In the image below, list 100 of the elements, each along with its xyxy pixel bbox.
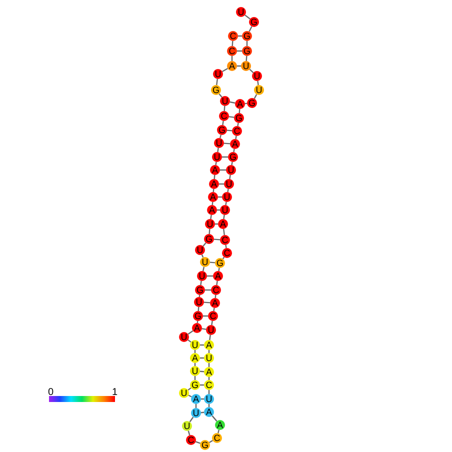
nucleotide-circle: U — [200, 257, 210, 267]
nucleotide-circle: C — [219, 111, 229, 121]
connector-line — [237, 122, 239, 126]
connector-line — [257, 80, 259, 86]
connector-line — [246, 56, 248, 62]
connector-line — [209, 334, 211, 340]
connector-line — [230, 101, 236, 104]
connector-line — [227, 188, 229, 192]
nucleotide-circle: G — [217, 125, 227, 135]
nucleotide-circle: U — [212, 152, 222, 162]
connector-line — [200, 280, 202, 286]
connector-line — [214, 238, 220, 240]
connector-line — [212, 415, 218, 422]
connector-line — [244, 14, 250, 20]
nucleotide-circle: U — [220, 205, 230, 215]
connector-line — [231, 162, 233, 166]
connector-line — [222, 120, 224, 126]
nucleotide-circle: U — [236, 7, 246, 17]
connector-line — [188, 387, 192, 391]
connector-line — [232, 40, 234, 46]
nucleotide-circle: A — [213, 271, 223, 281]
connector-line — [215, 162, 217, 166]
connector-line — [216, 78, 218, 86]
connector-line — [222, 68, 228, 72]
nucleotide-circle: A — [207, 205, 217, 215]
connector-line — [188, 430, 190, 436]
nucleotide-circle: U — [204, 394, 214, 404]
nucleotide-circle: G — [247, 98, 257, 108]
nucleotide-circle: C — [222, 248, 232, 258]
connector-line — [218, 93, 222, 98]
nucleotide-circle: A — [209, 179, 219, 189]
nucleotide-circle: U — [222, 192, 232, 202]
nucleotide-circle: G — [200, 440, 210, 450]
connector-line — [216, 280, 218, 286]
nucleotide-circle: A — [190, 353, 200, 363]
nucleotide-circle: U — [191, 408, 201, 418]
nucleotide-circle: C — [227, 46, 237, 56]
nucleotide-circle: U — [190, 366, 200, 376]
nucleotide-circle: C — [228, 31, 238, 41]
nucleotide-circle: C — [232, 126, 242, 136]
nucleotide-circle: C — [211, 285, 221, 295]
nucleotide-circle: G — [234, 113, 244, 123]
nucleotide-circle: G — [215, 258, 225, 268]
connector-line — [210, 262, 216, 264]
nucleotide-circle: U — [206, 325, 216, 335]
nucleotide-circle: U — [214, 138, 224, 148]
connector-line — [220, 134, 222, 138]
nucleotide-circle: A — [235, 99, 245, 109]
connector-line — [213, 308, 215, 312]
connector-line — [202, 266, 205, 272]
nucleotide-circle: A — [192, 323, 202, 333]
nucleotide-circle: G — [242, 46, 252, 56]
connector-line — [218, 430, 220, 434]
nucleotide-circle: U — [226, 165, 236, 175]
connector-line — [188, 394, 192, 398]
nucleotide-circle: U — [205, 219, 215, 229]
nucleotide-circle: U — [195, 245, 205, 255]
nucleotide-circle: A — [215, 420, 225, 430]
connector-line — [188, 339, 192, 343]
nucleotide-circle: C — [186, 435, 196, 445]
connector-line — [228, 116, 234, 118]
nucleotide-circle: U — [241, 61, 251, 71]
nucleotide-circle: G — [211, 85, 221, 95]
nucleotide-circle: G — [249, 17, 259, 27]
nucleotide-circle: U — [194, 297, 204, 307]
connector-line — [204, 302, 210, 304]
scale-value: 1 — [112, 388, 118, 398]
connector-line — [254, 94, 258, 99]
nucleotide-circle: A — [204, 367, 214, 377]
nucleotide-circle: G — [228, 152, 238, 162]
connector-line — [223, 228, 225, 236]
connector-line — [226, 130, 232, 132]
nucleotide-circle: A — [191, 394, 201, 404]
connector-line — [211, 320, 213, 326]
nucleotide-circle: U — [252, 71, 262, 81]
connector-line — [208, 228, 210, 234]
nucleotide-circle: U — [190, 340, 200, 350]
connector-line — [210, 214, 212, 220]
nucleotide-circle: A — [210, 165, 220, 175]
nucleotide-circle: A — [210, 298, 220, 308]
connector-line — [233, 148, 235, 152]
nucleotide-circle: G — [204, 234, 214, 244]
nucleotide-circle: A — [204, 340, 214, 350]
nucleotide-circle: U — [204, 353, 214, 363]
nucleotide-circle: C — [204, 380, 214, 390]
nucleotide-circle: U — [213, 69, 223, 79]
connector-line — [224, 142, 230, 144]
nucleotide-circle: U — [254, 85, 264, 95]
connector-line — [235, 136, 237, 140]
connector-line — [202, 242, 206, 247]
nucleotide-circle: C — [208, 311, 218, 321]
connector-line — [224, 106, 226, 112]
connector-line — [218, 268, 220, 272]
nucleotide-circle: A — [218, 219, 228, 229]
connector-line — [248, 26, 252, 32]
nucleotide-circle: C — [220, 235, 230, 245]
connector-line — [225, 244, 227, 248]
connector-line — [217, 148, 219, 152]
nucleotide-circle: U — [179, 388, 189, 398]
nucleotide-circle: A — [227, 61, 237, 71]
